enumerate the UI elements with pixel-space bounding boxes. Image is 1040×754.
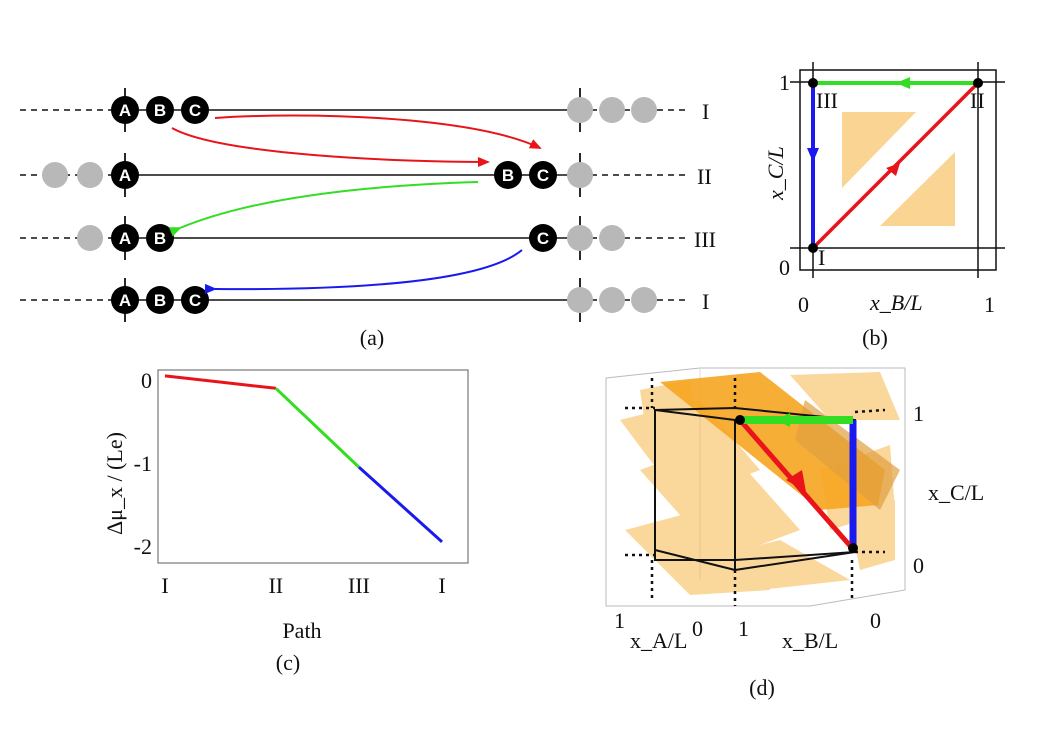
svg-text:B: B bbox=[154, 291, 166, 310]
svg-text:C: C bbox=[189, 291, 201, 310]
svg-text:A: A bbox=[119, 229, 131, 248]
caption-a: (a) bbox=[360, 325, 384, 350]
svg-text:B: B bbox=[502, 166, 514, 185]
ball-b: B bbox=[146, 96, 174, 124]
ylabel-c: Δμ_x / (Le) bbox=[102, 432, 127, 535]
xB-tick-0: 0 bbox=[870, 608, 881, 633]
panel-a: A B C I A B C II bbox=[20, 88, 716, 350]
ztick-0: 0 bbox=[913, 553, 924, 578]
red-arrow-1 bbox=[214, 114, 542, 149]
ball-a: A bbox=[111, 286, 139, 314]
row-1: A B C I bbox=[20, 88, 709, 132]
xtick-label: III bbox=[348, 573, 370, 598]
xtick-1: 1 bbox=[984, 292, 995, 317]
svg-text:C: C bbox=[189, 101, 201, 120]
svg-text:B: B bbox=[154, 101, 166, 120]
orange-triangle-upper bbox=[842, 112, 916, 188]
svg-text:A: A bbox=[119, 101, 131, 120]
row-3: A B C III bbox=[20, 216, 716, 260]
ytick-label: -2 bbox=[134, 534, 152, 559]
ylabel-b: x_C/L bbox=[763, 146, 788, 201]
label-I: I bbox=[818, 245, 825, 270]
xlabel-a-d: x_A/L bbox=[630, 628, 687, 653]
row-label-3: III bbox=[694, 227, 716, 252]
ball-b: B bbox=[146, 286, 174, 314]
xA-tick-1: 1 bbox=[614, 608, 625, 633]
xlabel-c: Path bbox=[282, 618, 321, 643]
zlabel-d: x_C/L bbox=[928, 480, 984, 505]
orange-triangle-lower bbox=[880, 152, 955, 226]
label-II: II bbox=[970, 88, 985, 113]
ball-c: C bbox=[529, 161, 557, 189]
xB-tick-1: 1 bbox=[738, 616, 749, 641]
panel-d: 1 0 x_C/L 1 0 x_A/L 1 0 x_B/L (d) bbox=[605, 367, 984, 700]
svg-text:A: A bbox=[119, 291, 131, 310]
xtick-0: 0 bbox=[798, 292, 809, 317]
ball-c: C bbox=[181, 286, 209, 314]
svg-text:A: A bbox=[119, 166, 131, 185]
orange-main-slab bbox=[660, 372, 885, 510]
xtick-label: I bbox=[438, 573, 445, 598]
series bbox=[164, 374, 444, 543]
row-label-4: I bbox=[702, 289, 709, 314]
row-label-2: II bbox=[697, 164, 712, 189]
ball-a: A bbox=[111, 161, 139, 189]
ytick-label: -1 bbox=[134, 451, 152, 476]
ytick-0: 0 bbox=[779, 255, 790, 280]
ytick-1: 1 bbox=[779, 70, 790, 95]
ball-b: B bbox=[146, 224, 174, 252]
series-line-blue bbox=[357, 466, 444, 543]
row-label-1: I bbox=[702, 99, 709, 124]
xtick-label: II bbox=[268, 573, 283, 598]
dotted-guides bbox=[625, 378, 886, 606]
plot-frame bbox=[157, 369, 469, 564]
xtick-label: I bbox=[161, 573, 168, 598]
ball-c: C bbox=[529, 224, 557, 252]
row-4: A B C I bbox=[20, 278, 709, 322]
green-arrow bbox=[168, 181, 479, 237]
ball-a: A bbox=[111, 96, 139, 124]
svg-text:B: B bbox=[154, 229, 166, 248]
caption-c: (c) bbox=[276, 650, 300, 675]
ytick-label: 0 bbox=[141, 368, 152, 393]
caption-b: (b) bbox=[862, 325, 888, 350]
series-line-green bbox=[274, 387, 360, 469]
row-2: A B C II bbox=[20, 153, 712, 197]
ball-c: C bbox=[181, 96, 209, 124]
svg-text:C: C bbox=[537, 166, 549, 185]
y-ticks: 0 -1 -2 bbox=[134, 368, 152, 559]
ztick-1: 1 bbox=[913, 401, 924, 426]
ball-a: A bbox=[111, 224, 139, 252]
blue-arrow bbox=[204, 249, 523, 294]
panel-b: III II I 1 0 0 1 x_B/L x_C/L (b) bbox=[763, 62, 1005, 350]
xA-tick-0: 0 bbox=[692, 616, 703, 641]
svg-text:C: C bbox=[537, 229, 549, 248]
caption-d: (d) bbox=[749, 675, 775, 700]
xlabel-b: x_B/L bbox=[869, 290, 923, 315]
red-arrow-2 bbox=[171, 127, 490, 167]
xlabel-b-d: x_B/L bbox=[782, 628, 838, 653]
ball-b: B bbox=[494, 161, 522, 189]
label-III: III bbox=[816, 88, 838, 113]
series-line-red bbox=[164, 374, 276, 390]
